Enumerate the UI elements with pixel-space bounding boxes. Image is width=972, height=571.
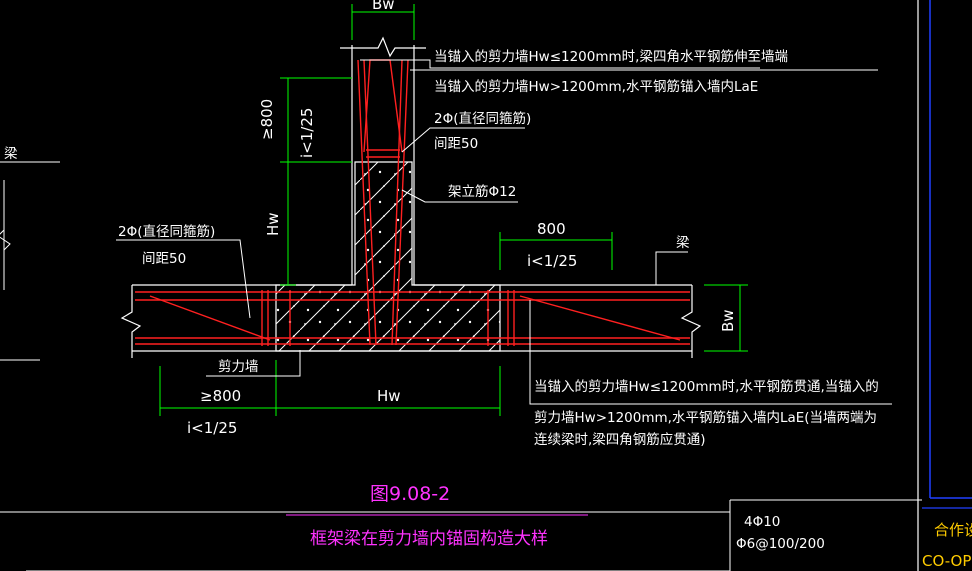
figure-caption: 图9.08-2 框架梁在剪力墙内锚固构造大样 [286,483,588,549]
dim-bottom-min-text: ≥800 [200,387,241,405]
stirrup-upper-line2: 间距50 [434,136,478,152]
shear-wall-label: 剪力墙 [218,359,259,375]
title-block-line1: 合作设 [934,521,972,539]
rebar-diagonal-right [519,295,681,341]
vertical-bar-label: 架立筋Φ12 [448,183,516,200]
leader-beam [655,251,688,285]
leader-bottom-note [529,300,892,405]
left-break-line [120,285,142,358]
stirrup-upper-line1: 2Φ(直径同箍筋) [434,110,531,127]
left-fragment-break [0,229,11,251]
stirrup-left-line2: 间距50 [142,251,186,267]
rebar-spec-line2: Φ6@100/200 [736,536,825,552]
bottom-note-line2: 剪力墙Hw>1200mm,水平钢筋锚入墙内LaE(当墙两端为 [534,409,877,426]
left-edge-fragment [0,180,11,290]
bottom-note-line1: 当锚入的剪力墙Hw≤1200mm时,水平钢筋贯通,当锚入的 [534,378,879,395]
leader-lines [0,59,892,405]
dim-vertical-min-text: ≥800 [258,99,276,140]
title-block-line2: CO-OP [922,552,971,570]
shear-wall-concrete [275,161,501,352]
bottom-note-line3: 连续梁时,梁四角钢筋应贯通) [534,431,706,448]
dim-right-800-text: 800 [537,220,566,238]
top-note-line1: 当锚入的剪力墙Hw≤1200mm时,梁四角水平钢筋伸至墙端 [434,48,788,65]
beam-label: 梁 [676,235,690,251]
right-break-line [680,285,702,358]
concrete-hatch-fill [275,161,501,352]
leader-stirrup-upper [401,127,525,153]
title-block: 合作设 CO-OP [922,521,972,570]
top-note-line2: 当锚入的剪力墙Hw>1200mm,水平钢筋锚入墙内LaE [434,78,758,95]
dim-right-bw-text: Bw [719,309,737,332]
dim-vertical-hw-text: Hw [264,212,282,236]
dim-top-bw-text: Bw [372,0,395,13]
rebar-vertical-right-inner [391,59,403,346]
dimension-text: Bw ≥800 i<1/25 Hw 800 i<1/25 Bw ≥800 i<1… [187,0,737,437]
figure-title: 框架梁在剪力墙内锚固构造大样 [310,529,548,549]
dimension-lines [159,4,748,416]
leader-stirrup-left [116,239,251,319]
rebar-diagonal-left [149,295,271,341]
upper-beam-break-line [340,36,426,58]
dim-bottom-hw-text: Hw [377,387,401,405]
rebar-vertical-right-outer [395,59,409,346]
rebar-spec-line1: 4Φ10 [744,514,780,530]
rebar-group [135,59,690,346]
rebar-anchor-left [363,59,403,153]
rebar-vertical-left-inner [363,59,377,346]
leader-shear-wall [206,350,301,377]
dim-bottom-slope-text: i<1/25 [187,419,237,437]
rebar-vertical-left-outer [357,59,371,346]
left-beam-label: 梁 [4,146,18,162]
annotation-text: 当锚入的剪力墙Hw≤1200mm时,梁四角水平钢筋伸至墙端 当锚入的剪力墙Hw>… [4,48,879,552]
dim-right-slope-text: i<1/25 [527,252,577,270]
dim-vertical-slope-text: i<1/25 [298,108,316,158]
stirrup-left-line1: 2Φ(直径同箍筋) [118,223,215,240]
figure-number: 图9.08-2 [370,483,450,505]
leader-top-note-1 [360,59,760,69]
leader-vertical-bar [401,189,518,203]
